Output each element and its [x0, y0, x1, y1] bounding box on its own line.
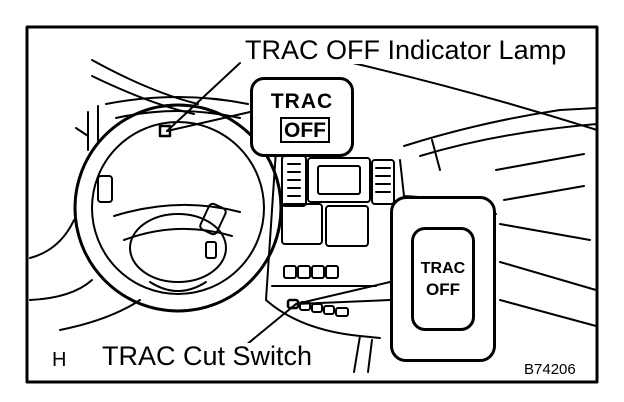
- lamp-trac-text: TRAC: [270, 90, 334, 113]
- trac-cut-switch-callout: TRAC OFF: [390, 196, 496, 362]
- leader-lines: [166, 62, 391, 351]
- lamp-off-text: OFF: [280, 117, 330, 143]
- cut-switch-label: TRAC Cut Switch: [99, 343, 316, 370]
- switch-off-text: OFF: [426, 280, 460, 299]
- indicator-lamp-label: TRAC OFF Indicator Lamp: [242, 37, 570, 64]
- instrument-cluster: [87, 96, 249, 151]
- steering-wheel: [73, 103, 283, 313]
- left-door-area: [29, 127, 141, 331]
- trac-off-switch-button: TRAC OFF: [411, 227, 475, 331]
- view-letter: H: [50, 349, 69, 371]
- figure-code: B74206: [522, 361, 578, 378]
- switch-trac-text: TRAC: [420, 260, 466, 277]
- trac-off-lamp-callout: TRAC OFF: [250, 77, 354, 157]
